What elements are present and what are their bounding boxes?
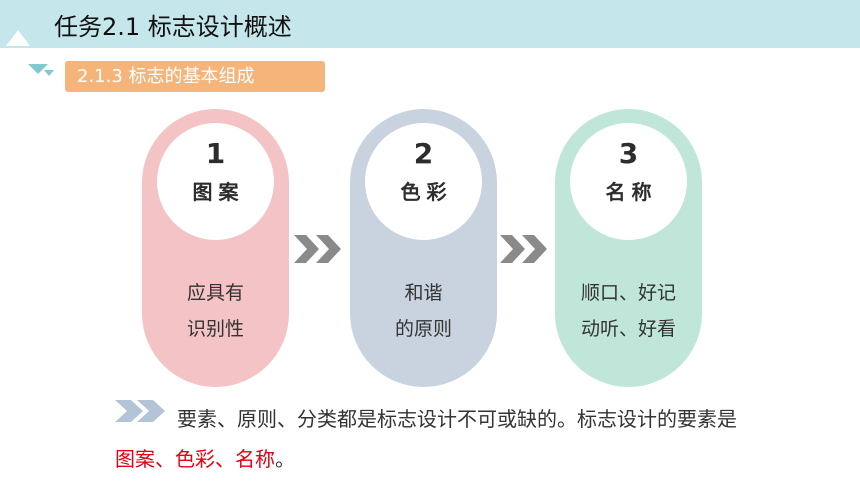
summary-highlight: 图案、色彩、名称 xyxy=(115,447,275,471)
page-title: 任务2.1 标志设计概述 xyxy=(54,13,292,41)
step-card-name: 3 名称 顺口、好记 动听、好看 xyxy=(555,109,702,387)
header-bar xyxy=(0,0,860,48)
step-number: 1 xyxy=(205,137,226,170)
summary-text: 要素、原则、分类都是标志设计不可或缺的。标志设计的要素是 xyxy=(177,407,737,431)
step-number: 2 xyxy=(413,137,434,170)
step-card-color: 2 色彩 和谐 的原则 xyxy=(350,109,497,387)
decorative-triangle xyxy=(6,30,30,46)
section-subtitle: 2.1.3 标志的基本组成 xyxy=(65,61,325,92)
step-description-line: 识别性 xyxy=(186,318,244,340)
step-description-line: 动听、好看 xyxy=(580,318,676,340)
step-description: 和谐 的原则 xyxy=(350,275,497,347)
step-circle: 1 图案 xyxy=(157,123,274,240)
double-chevron-right-icon xyxy=(115,400,165,422)
decorative-triangle xyxy=(44,70,54,76)
step-card-pattern: 1 图案 应具有 识别性 xyxy=(142,109,289,387)
double-chevron-right-icon xyxy=(294,235,341,263)
step-description: 应具有 识别性 xyxy=(142,275,289,347)
step-description-line: 顺口、好记 xyxy=(580,282,676,304)
step-description-line: 的原则 xyxy=(394,318,452,340)
double-chevron-right-icon xyxy=(500,235,547,263)
step-name: 色彩 xyxy=(400,180,453,204)
step-number: 3 xyxy=(618,137,639,170)
summary-paragraph: 要素、原则、分类都是标志设计不可或缺的。标志设计的要素是图案、色彩、名称。 xyxy=(115,399,755,479)
step-circle: 2 色彩 xyxy=(365,123,482,240)
decorative-triangle xyxy=(28,64,48,74)
step-description-line: 和谐 xyxy=(404,282,443,304)
step-description: 顺口、好记 动听、好看 xyxy=(555,275,702,347)
step-circle: 3 名称 xyxy=(570,123,687,240)
summary-text-end: 。 xyxy=(275,447,295,471)
step-name: 名称 xyxy=(605,180,658,204)
step-description-line: 应具有 xyxy=(186,282,244,304)
step-name: 图案 xyxy=(192,180,245,204)
